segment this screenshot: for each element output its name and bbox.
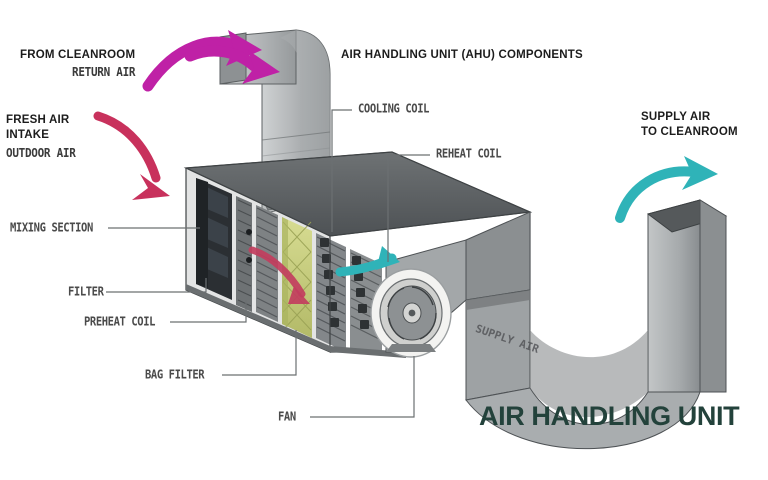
diagram-heading: AIR HANDLING UNIT (AHU) COMPONENTS — [341, 49, 583, 61]
supply-air-duct — [465, 199, 728, 450]
component-label-bag-filter: BAG FILTER — [145, 368, 205, 382]
supply-air-label: SUPPLY AIR TO CLEANROOM — [641, 110, 738, 140]
page-title: AIR HANDLING UNIT — [479, 401, 740, 431]
fresh-air-arrow — [93, 111, 170, 200]
component-label-cooling-coil: COOLING COIL — [358, 102, 430, 116]
bag-filter-section — [282, 217, 312, 338]
fresh-air-label-line2: INTAKE — [6, 129, 50, 141]
component-label-preheat-coil: PREHEAT COIL — [84, 315, 156, 329]
fresh-air-label-line3: OUTDOOR AIR — [6, 146, 76, 161]
cooling-coil-bank — [316, 233, 346, 352]
supply-air-label-line2: TO CLEANROOM — [641, 126, 738, 138]
ahu-base-rail — [186, 284, 330, 352]
preheat-coil-bank — [246, 205, 278, 322]
component-label-mixing-section: MIXING SECTION — [10, 221, 93, 235]
supply-air-label-line1: SUPPLY AIR — [641, 111, 711, 123]
internal-airflow-arrow — [248, 246, 310, 304]
return-air-label-line1: FROM CLEANROOM — [20, 49, 136, 61]
fresh-air-label-line1: FRESH AIR — [6, 114, 70, 126]
fan-assembly — [370, 268, 452, 358]
filter-bank — [236, 196, 252, 312]
ahu-base-rail-right — [330, 346, 406, 358]
supply-air-arrow — [615, 156, 718, 223]
component-label-fan: FAN — [278, 410, 296, 424]
component-label-reheat-coil: REHEAT COIL — [436, 147, 502, 161]
component-label-filter: FILTER — [68, 285, 104, 299]
return-air-label: FROM CLEANROOM RETURN AIR — [20, 48, 136, 80]
fresh-air-label: FRESH AIR INTAKE OUTDOOR AIR — [6, 113, 76, 161]
return-air-label-line2: RETURN AIR — [72, 65, 136, 80]
mixing-section-dampers — [196, 178, 232, 300]
leader-lines — [106, 109, 430, 418]
return-air-arrow — [142, 30, 280, 92]
